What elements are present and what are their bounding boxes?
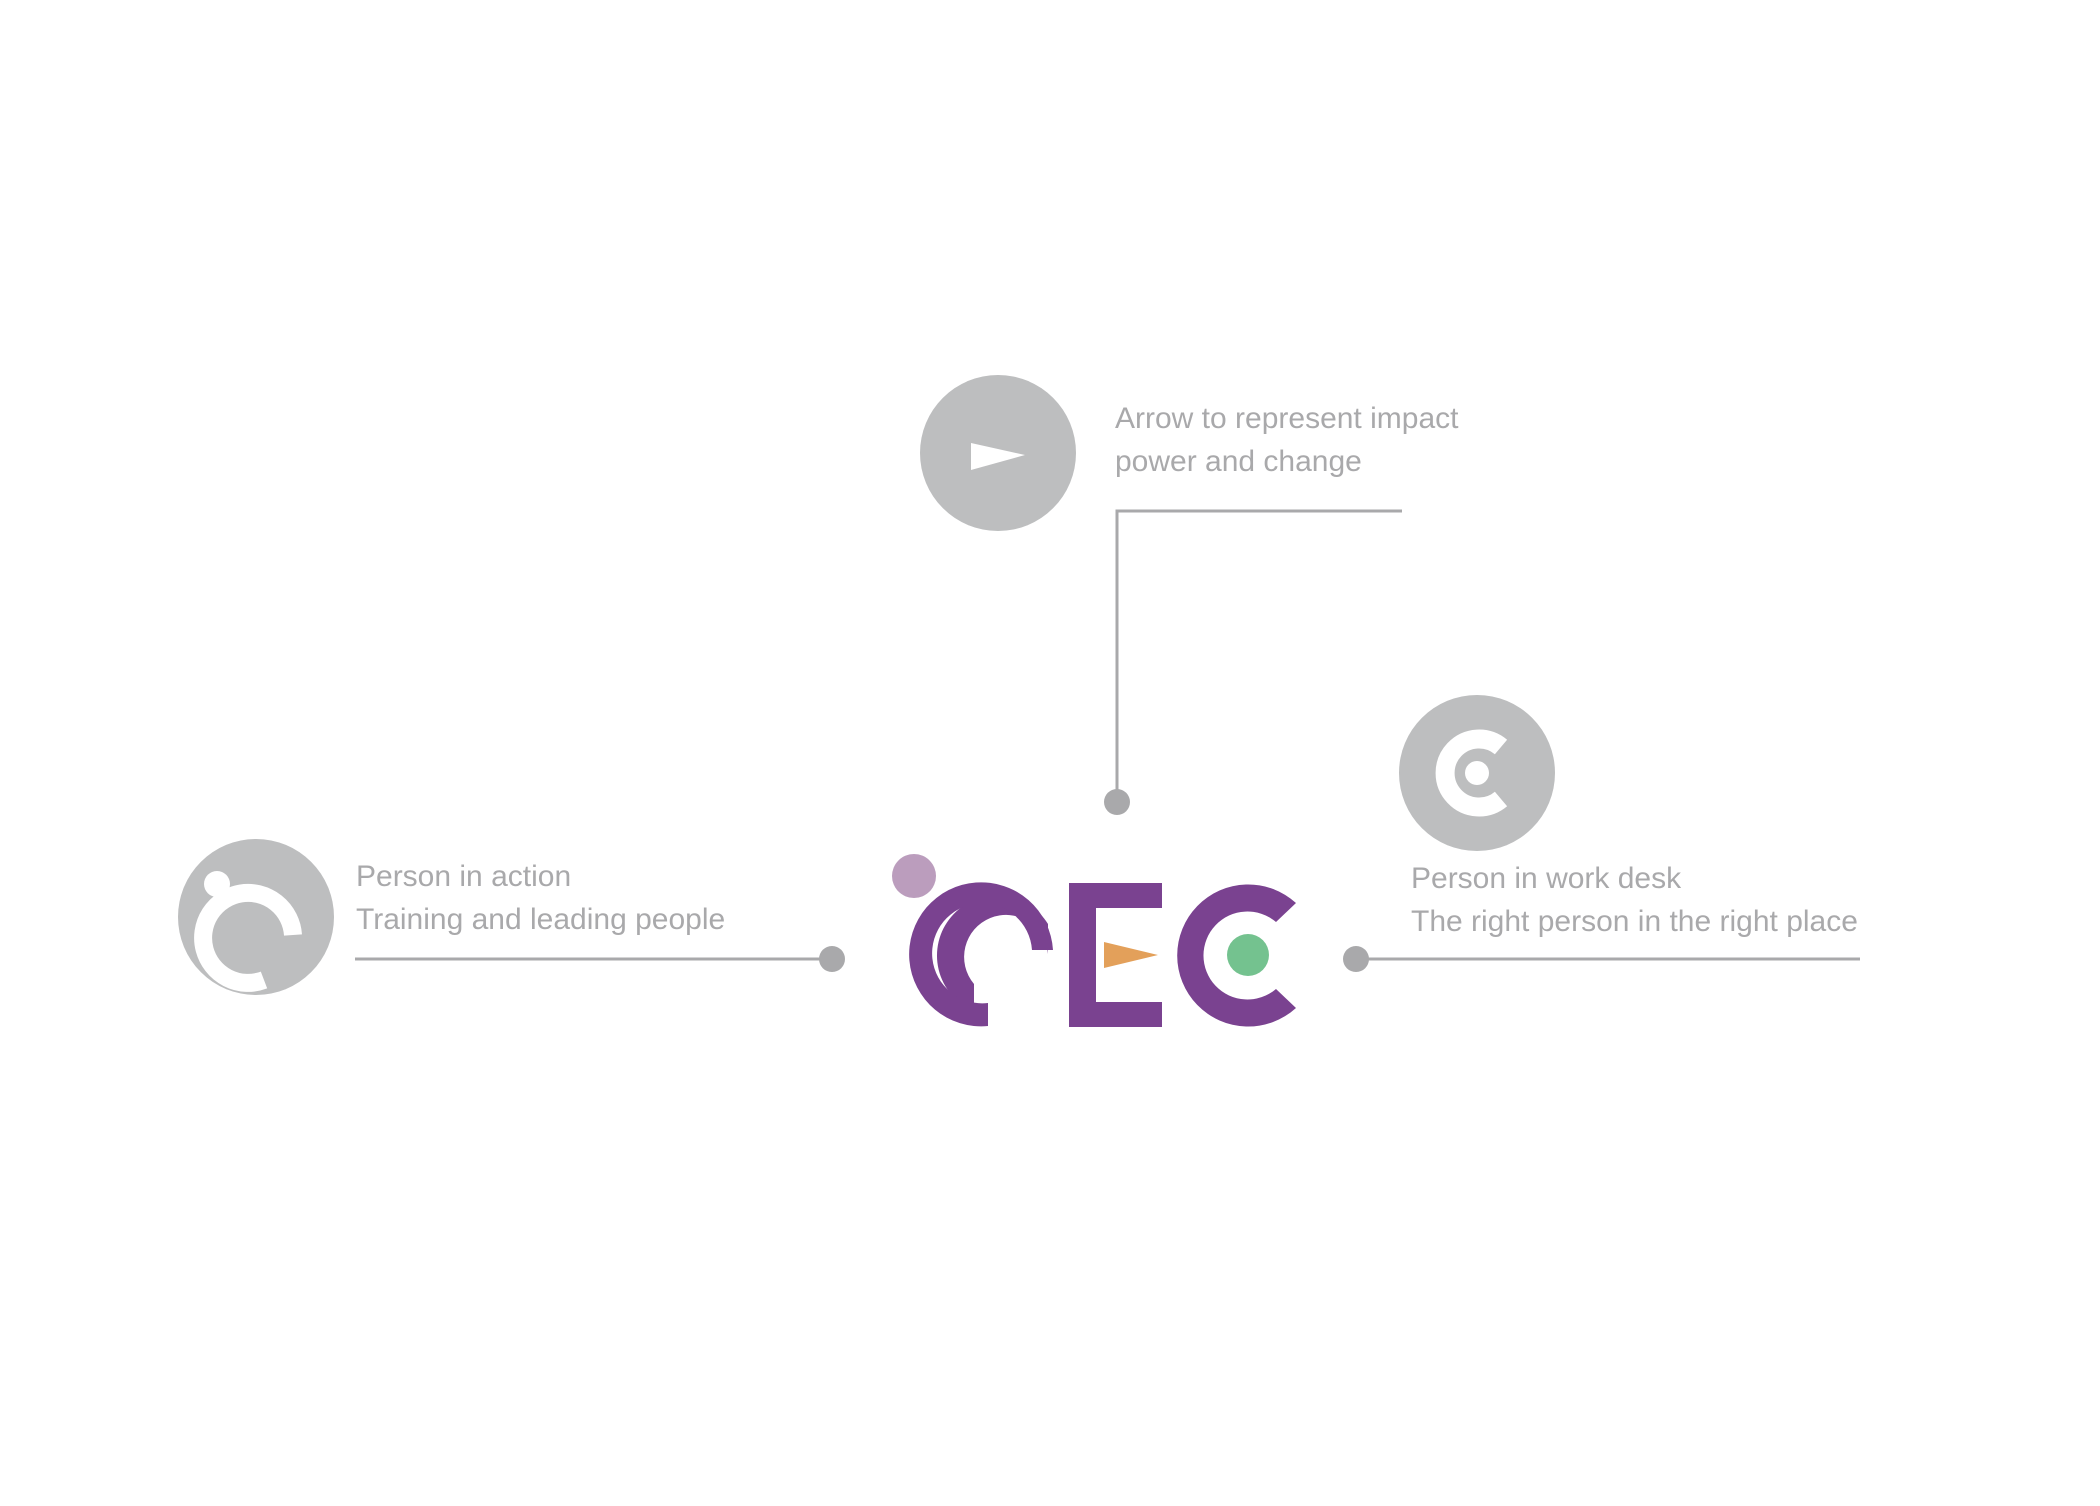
logo-dot bbox=[892, 854, 936, 898]
caption-arrow: Arrow to represent impact power and chan… bbox=[1115, 397, 1458, 483]
caption-person-in-action-description: Training and leading people bbox=[356, 903, 726, 936]
logo-letter-c-2 bbox=[1177, 884, 1296, 1027]
caption-person-in-action: Person in action Training and leading pe… bbox=[356, 855, 725, 941]
connector-dots bbox=[819, 789, 1369, 972]
caption-arrow-description: power and change bbox=[1115, 445, 1362, 478]
caption-person-in-work-desk: Person in work desk The right person in … bbox=[1411, 857, 1858, 943]
connector-dot-arrow bbox=[1104, 789, 1130, 815]
connector-dot-person-in-work-desk bbox=[1343, 946, 1369, 972]
logo-letter-c-1 bbox=[936, 895, 1048, 1011]
caption-person-in-work-desk-description: The right person in the right place bbox=[1411, 905, 1858, 938]
cec-logo bbox=[892, 854, 1296, 1027]
arrow-icon bbox=[920, 375, 1076, 531]
caption-arrow-title: Arrow to represent impact bbox=[1115, 402, 1459, 435]
logo-letter-c-1-body bbox=[909, 882, 1053, 1027]
person-in-action-icon bbox=[178, 839, 334, 995]
connector-dot-person-in-action bbox=[819, 946, 845, 972]
connector-arrow bbox=[1115, 509, 1402, 802]
caption-person-in-work-desk-title: Person in work desk bbox=[1411, 862, 1682, 895]
logo-letter-e bbox=[1069, 883, 1162, 1027]
connector-lines bbox=[355, 509, 1860, 961]
person-in-work-desk-icon bbox=[1399, 695, 1555, 851]
caption-person-in-action-title: Person in action bbox=[356, 860, 572, 893]
logo-green-dot bbox=[1227, 934, 1269, 976]
logo-arrow bbox=[1104, 942, 1158, 968]
